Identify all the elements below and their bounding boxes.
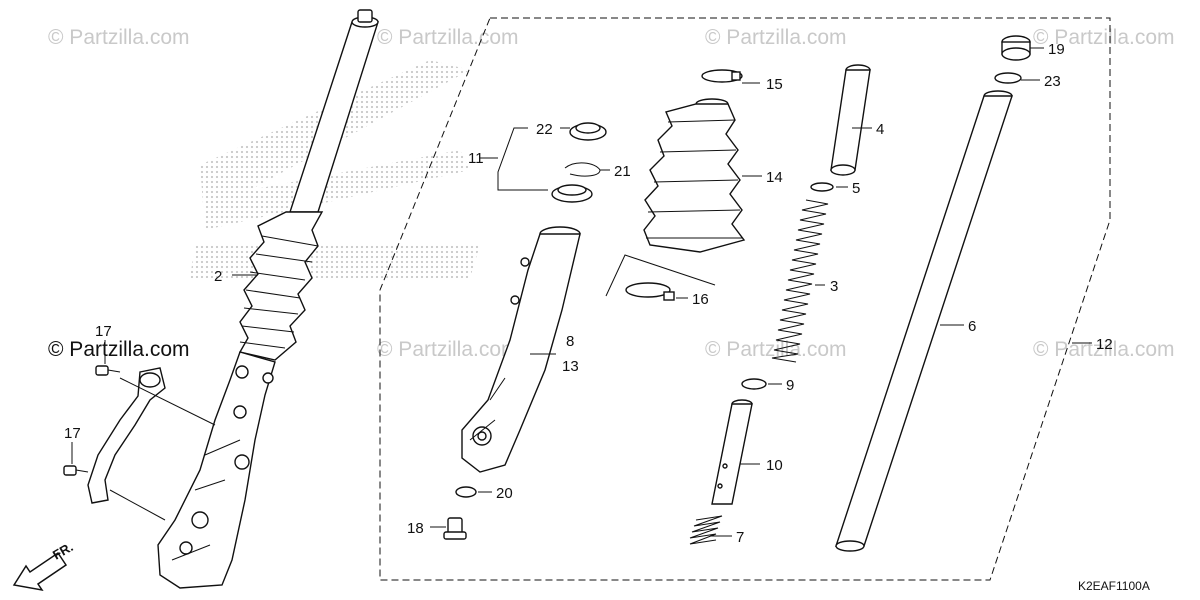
callout-11: 11: [468, 150, 484, 167]
boot-clamp-15: [701, 69, 743, 83]
watermark-text: © Partzilla.com: [377, 26, 519, 49]
callout-20: 20: [496, 485, 513, 502]
callout-17-lower: 17: [64, 425, 81, 442]
rebound-spring-7: [689, 515, 723, 545]
callout-2: 2: [214, 268, 222, 285]
washer-20: [455, 486, 477, 498]
assembled-fork: [63, 9, 379, 589]
washer-5: [810, 182, 834, 192]
fork-spring-3: [771, 199, 829, 363]
piston-ring-9: [741, 378, 767, 390]
inner-tube-6: [835, 90, 1013, 552]
callout-8: 8: [566, 333, 574, 350]
watermark-text: © Partzilla.com: [1033, 26, 1175, 49]
watermark-text: © Partzilla.com: [48, 26, 190, 49]
callout-17-upper: 17: [95, 323, 112, 340]
callout-13: 13: [562, 358, 579, 375]
callout-6: 6: [968, 318, 976, 335]
watermark-text: © Partzilla.com: [705, 26, 847, 49]
leader-lines: [71, 47, 1092, 537]
dust-seal-22: [569, 122, 607, 141]
callout-10: 10: [766, 457, 783, 474]
watermark-text-dark: © Partzilla.com: [48, 338, 190, 361]
callout-19: 19: [1048, 41, 1065, 58]
bolt-18: [443, 517, 467, 540]
assembly-box: [379, 17, 1111, 581]
callout-9: 9: [786, 377, 794, 394]
oil-seal: [551, 184, 593, 203]
fork-boot-14: [643, 98, 746, 253]
callout-5: 5: [852, 180, 860, 197]
callout-22: 22: [536, 121, 553, 138]
callout-3: 3: [830, 278, 838, 295]
callout-4: 4: [876, 121, 884, 138]
callout-7: 7: [736, 529, 744, 546]
callout-18: 18: [407, 520, 424, 537]
bolt-17-lower: [63, 465, 89, 476]
bolt-17-upper: [95, 365, 121, 376]
callout-labels: 2 3 4 5 6 7 8 9 10 11 12 13 14 15 16 17 …: [64, 41, 1113, 546]
o-ring-23: [994, 72, 1022, 84]
callout-15: 15: [766, 76, 783, 93]
clip-21: [564, 162, 601, 177]
callout-16: 16: [692, 291, 709, 308]
boot-clamp-16: [605, 254, 716, 301]
spacer-tube-4: [830, 64, 871, 176]
callout-21: 21: [614, 163, 631, 180]
watermark-text: © Partzilla.com: [377, 338, 519, 361]
callout-12: 12: [1096, 336, 1113, 353]
watermark-layer: © Partzilla.com © Partzilla.com © Partzi…: [48, 26, 1175, 361]
callout-23: 23: [1044, 73, 1061, 90]
callout-14: 14: [766, 169, 783, 186]
fork-slider-8: [461, 226, 581, 473]
front-direction-arrow: FR.: [12, 539, 76, 592]
diagram-code: K2EAF1100A: [1078, 579, 1150, 593]
fork-bolt-19: [1001, 35, 1031, 61]
damper-piston-10: [711, 399, 753, 505]
